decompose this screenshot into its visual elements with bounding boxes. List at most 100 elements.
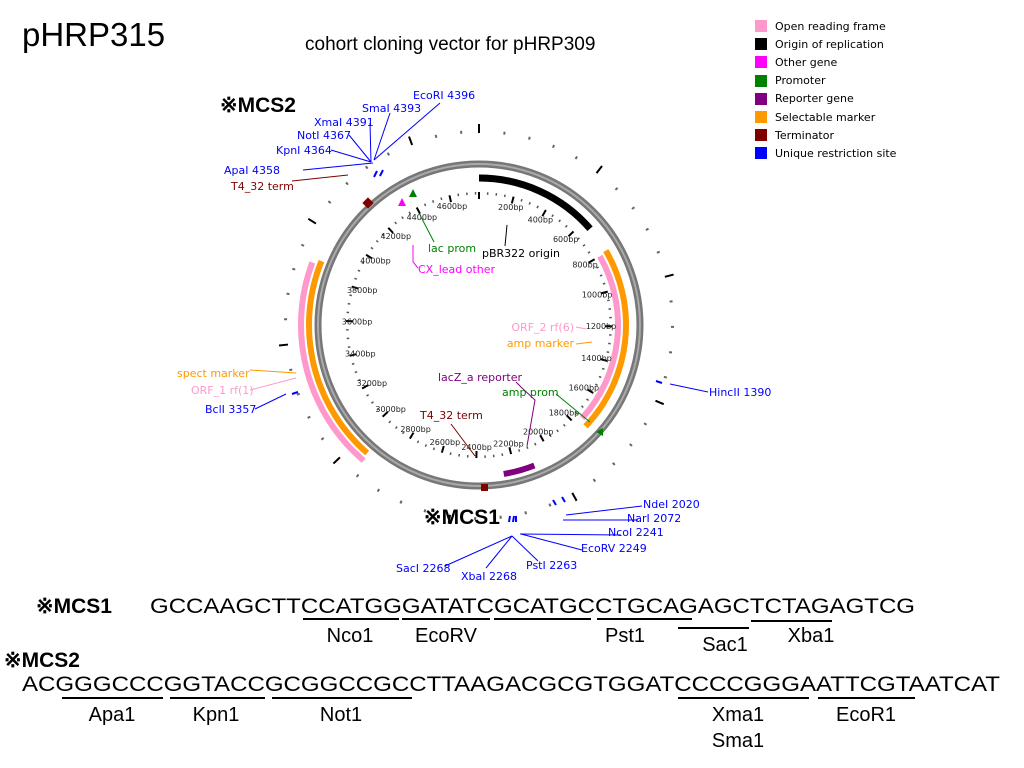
inner-tick (534, 442, 537, 446)
enzyme-xma1: Xma1 (712, 704, 764, 726)
outer-tick (551, 144, 555, 149)
outer-tick (289, 368, 293, 372)
site-ecori[interactable]: EcoRI 4396 (413, 89, 475, 102)
enzyme-apa1: Apa1 (89, 704, 136, 726)
bp-label: 3200bp (357, 379, 388, 388)
inner-tick (349, 294, 353, 297)
site-hincii[interactable]: HincII 1390 (709, 386, 771, 399)
site-saci[interactable]: SacI 2268 (396, 562, 451, 575)
feature-arc-orf[interactable] (579, 254, 621, 421)
bp-label: 1400bp (581, 354, 612, 363)
legend-swatch (755, 111, 767, 124)
feature-arc-orf[interactable] (298, 261, 366, 463)
legend-label: Open reading frame (775, 19, 886, 33)
site-noti[interactable]: NotI 4367 (297, 129, 351, 142)
enzyme-kpn1: Kpn1 (193, 704, 240, 726)
inner-tick (357, 269, 361, 272)
bp-label: 2400bp (461, 443, 492, 452)
inner-tick (431, 200, 435, 203)
inner-tick (567, 230, 575, 238)
legend-item: Reporter gene (755, 90, 896, 108)
inner-tick (536, 205, 539, 209)
inner-tick (381, 411, 389, 418)
site-bcli[interactable]: BclI 3357 (205, 403, 256, 416)
bp-label: 1200bp (586, 322, 617, 331)
outer-tick (399, 500, 403, 504)
site-ncoi[interactable]: NcoI 2241 (608, 526, 664, 539)
label-cx-lead: CX_lead other (418, 263, 496, 276)
legend-label: Reporter gene (775, 92, 854, 106)
feature-arc-marker[interactable] (583, 249, 629, 429)
label-t4-inner: T4_32 term (419, 409, 483, 422)
inner-tick (526, 446, 529, 450)
legend-label: Origin of replication (775, 37, 884, 51)
outer-tick (631, 206, 635, 210)
legend: Open reading frame Origin of replication… (755, 17, 896, 163)
label-t4-outer: T4_32 term (230, 180, 294, 193)
outer-tick (376, 488, 381, 493)
legend-swatch (755, 129, 767, 142)
outer-tick (278, 343, 289, 347)
outer-tick (300, 243, 305, 247)
outer-tick (629, 443, 633, 447)
site-apai[interactable]: ApaI 4358 (224, 164, 280, 177)
inner-tick (508, 447, 513, 455)
inner-tick (600, 290, 608, 295)
inner-tick (539, 434, 545, 442)
legend-item: Selectable marker (755, 108, 896, 126)
mcs1-sequence: GCCAAGCTTCCATGGGATATCGCATGCCTGCAGAGCTCTA… (150, 595, 915, 618)
legend-label: Promoter (775, 74, 826, 88)
enzyme-not1: Not1 (320, 704, 362, 726)
feature-arc-reporter[interactable] (503, 462, 536, 477)
outer-tick (292, 267, 296, 271)
inner-tick (448, 195, 452, 203)
site-psti[interactable]: PstI 2263 (526, 559, 577, 572)
terminator-marker (481, 484, 488, 491)
bp-label: 1600bp (569, 383, 600, 392)
outer-tick (345, 181, 349, 186)
inner-tick (510, 196, 515, 204)
inner-tick (601, 367, 605, 370)
inner-tick (349, 353, 357, 357)
bp-label: 200bp (498, 203, 523, 212)
enzyme-sma1: Sma1 (712, 730, 764, 752)
outer-tick (365, 165, 369, 170)
site-kpni[interactable]: KpnI 4364 (276, 144, 332, 157)
outer-tick (664, 273, 674, 278)
outer-tick (386, 152, 390, 156)
mcs2-map-label: ※MCS2 (220, 94, 296, 117)
mcs1-map-label: ※MCS1 (424, 506, 500, 529)
outer-tick (614, 187, 619, 191)
outer-tick (307, 415, 311, 419)
inner-tick (416, 440, 420, 444)
site-nari[interactable]: NarI 2072 (627, 512, 681, 525)
mcs1-underlines (303, 618, 832, 629)
feature-arc-marker[interactable] (306, 259, 370, 456)
inner-tick (599, 274, 603, 277)
inner-tick (415, 207, 421, 215)
site-xmai[interactable]: XmaI 4391 (314, 116, 374, 129)
inner-tick (408, 211, 412, 215)
site-xbai[interactable]: XbaI 2268 (461, 570, 517, 583)
outer-tick (595, 165, 603, 174)
inner-tick (351, 362, 355, 365)
site-ndei[interactable]: NdeI 2020 (643, 498, 700, 511)
inner-tick (423, 203, 427, 207)
label-orf1: ORF_1 rf(1) (191, 384, 254, 397)
outer-tick (447, 514, 452, 524)
outer-tick (655, 399, 665, 406)
feature-arc-origin[interactable] (478, 174, 593, 231)
promoter-marker (409, 189, 417, 197)
inner-tick (361, 384, 369, 390)
outer-tick (332, 456, 341, 465)
bp-label: 4200bp (381, 232, 412, 241)
outer-tick (656, 250, 661, 254)
inner-tick (596, 266, 600, 269)
bp-label: 400bp (528, 216, 553, 225)
legend-item: Origin of replication (755, 35, 896, 53)
site-ecorv[interactable]: EcoRV 2249 (581, 542, 647, 555)
bp-label: 3800bp (347, 286, 378, 295)
inner-tick (594, 383, 598, 387)
site-smai[interactable]: SmaI 4393 (362, 102, 421, 115)
